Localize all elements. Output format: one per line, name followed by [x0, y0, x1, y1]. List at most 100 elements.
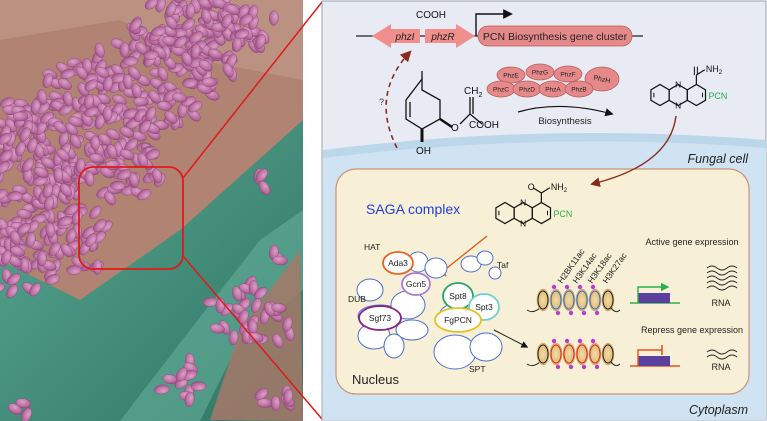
acetyl-mark [594, 364, 600, 370]
bacterium [165, 15, 178, 30]
taf-module-label: Taf [497, 260, 509, 270]
cooh-top: COOH [416, 10, 446, 21]
pcn-label: PCN [709, 91, 728, 101]
dna-wrap [550, 344, 562, 364]
feedback-dashed-arrow [385, 50, 412, 149]
pcn-entry-arrow [590, 115, 677, 187]
zoom-line-top [182, 1, 323, 179]
bacterium [56, 148, 70, 162]
bacterium [106, 128, 121, 141]
bacterium [151, 26, 167, 37]
bacterium [156, 101, 173, 111]
bacterium [175, 367, 188, 382]
bacterium [75, 66, 88, 80]
bacterium [148, 90, 161, 104]
acetyl-mark [577, 284, 583, 290]
chromatin-repressed [526, 338, 621, 370]
dna-wrap [537, 290, 549, 310]
bacterium [62, 91, 73, 107]
bacterium [41, 157, 56, 169]
saga-subunit [395, 319, 429, 341]
separator [303, 0, 320, 421]
dna-wrap [589, 290, 601, 310]
active-promoter-arrow [637, 282, 670, 303]
bacterium [20, 407, 33, 421]
precursor-side-chain [459, 97, 483, 125]
nucleosome [549, 288, 563, 312]
pcn-nh2: NH2 [706, 64, 723, 76]
schematic-panel: phzI phzR PCN Biosynthesis gene cluster … [321, 0, 767, 421]
bacterium [190, 43, 201, 59]
hat-module-label: HAT [364, 242, 380, 252]
precursor-ring [405, 77, 441, 130]
bacterium [0, 132, 12, 145]
bacterium [10, 230, 21, 246]
acetyl-mark [590, 284, 596, 290]
ether-o: O [451, 123, 459, 134]
bacterium [60, 243, 73, 258]
rna-strand [706, 270, 738, 276]
bacterium [104, 191, 116, 206]
phzR-gene-arrow [425, 24, 475, 48]
bacterium [84, 79, 98, 92]
bacterium [64, 203, 79, 216]
bacterium [173, 35, 188, 49]
bacterium [154, 384, 170, 395]
cooh-bottom: COOH [469, 120, 499, 131]
bacterium [45, 274, 60, 285]
sem-micrograph [0, 0, 303, 421]
bacterium [22, 158, 34, 172]
acetyl-mark [581, 364, 587, 370]
acetyl-mark [568, 310, 574, 316]
pcn-amide-bond [541, 187, 551, 194]
question-mark: ? [379, 97, 384, 107]
bacterium [0, 144, 2, 157]
enzyme-phzd: PhzD [512, 80, 542, 98]
bacterium [181, 51, 193, 67]
bacterium [44, 195, 54, 212]
pcn-label: PCN [554, 209, 573, 219]
pcn-o: O [528, 182, 535, 192]
bacterium [1, 249, 12, 265]
bacterium [209, 323, 225, 334]
rna-strand [706, 265, 738, 271]
bacterium [58, 78, 72, 90]
dna-tail [610, 307, 621, 313]
bacterium [116, 169, 132, 180]
repress-expression-label: Repress gene expression [641, 325, 743, 335]
protein-label: Gcn5 [406, 279, 427, 289]
bacterium [66, 265, 82, 275]
bacterium [198, 59, 213, 72]
active-gene-box [638, 293, 670, 303]
dna-wrap [563, 290, 575, 310]
bacterium [170, 0, 183, 4]
bacterium [16, 209, 32, 220]
protein-label: Spt8 [449, 291, 467, 301]
protein-oval [382, 251, 414, 275]
enzyme-phzg: PhzG [525, 63, 555, 81]
bacterium [84, 233, 97, 247]
enzyme-phzh: PhzH [584, 66, 620, 92]
bacterium [164, 110, 178, 124]
acetyl-mark [564, 338, 570, 344]
ch2-label: CH2 [464, 86, 482, 99]
bacterium [6, 273, 21, 286]
enzyme-label: PhzC [493, 87, 509, 94]
acetyl-mark [581, 310, 587, 316]
nucleosome [588, 288, 602, 312]
protein-gcn5: Gcn5 [401, 272, 431, 296]
nucleosome [536, 342, 550, 366]
rna-active-label: RNA [711, 298, 730, 308]
gene-cluster-label: PCN Biosynthesis gene cluster [483, 31, 628, 43]
enzyme-label: PhzB [571, 87, 587, 94]
acetyl-mark [568, 364, 574, 370]
bacterium [270, 395, 281, 411]
zoom-line-bottom [182, 255, 323, 420]
precursor-o-wedge [439, 117, 453, 129]
enzyme-label: PhzH [593, 75, 611, 85]
saga-subunit [356, 278, 384, 302]
bacterium [157, 66, 169, 82]
bacterium [254, 388, 269, 400]
acetyl-mark [577, 338, 583, 344]
